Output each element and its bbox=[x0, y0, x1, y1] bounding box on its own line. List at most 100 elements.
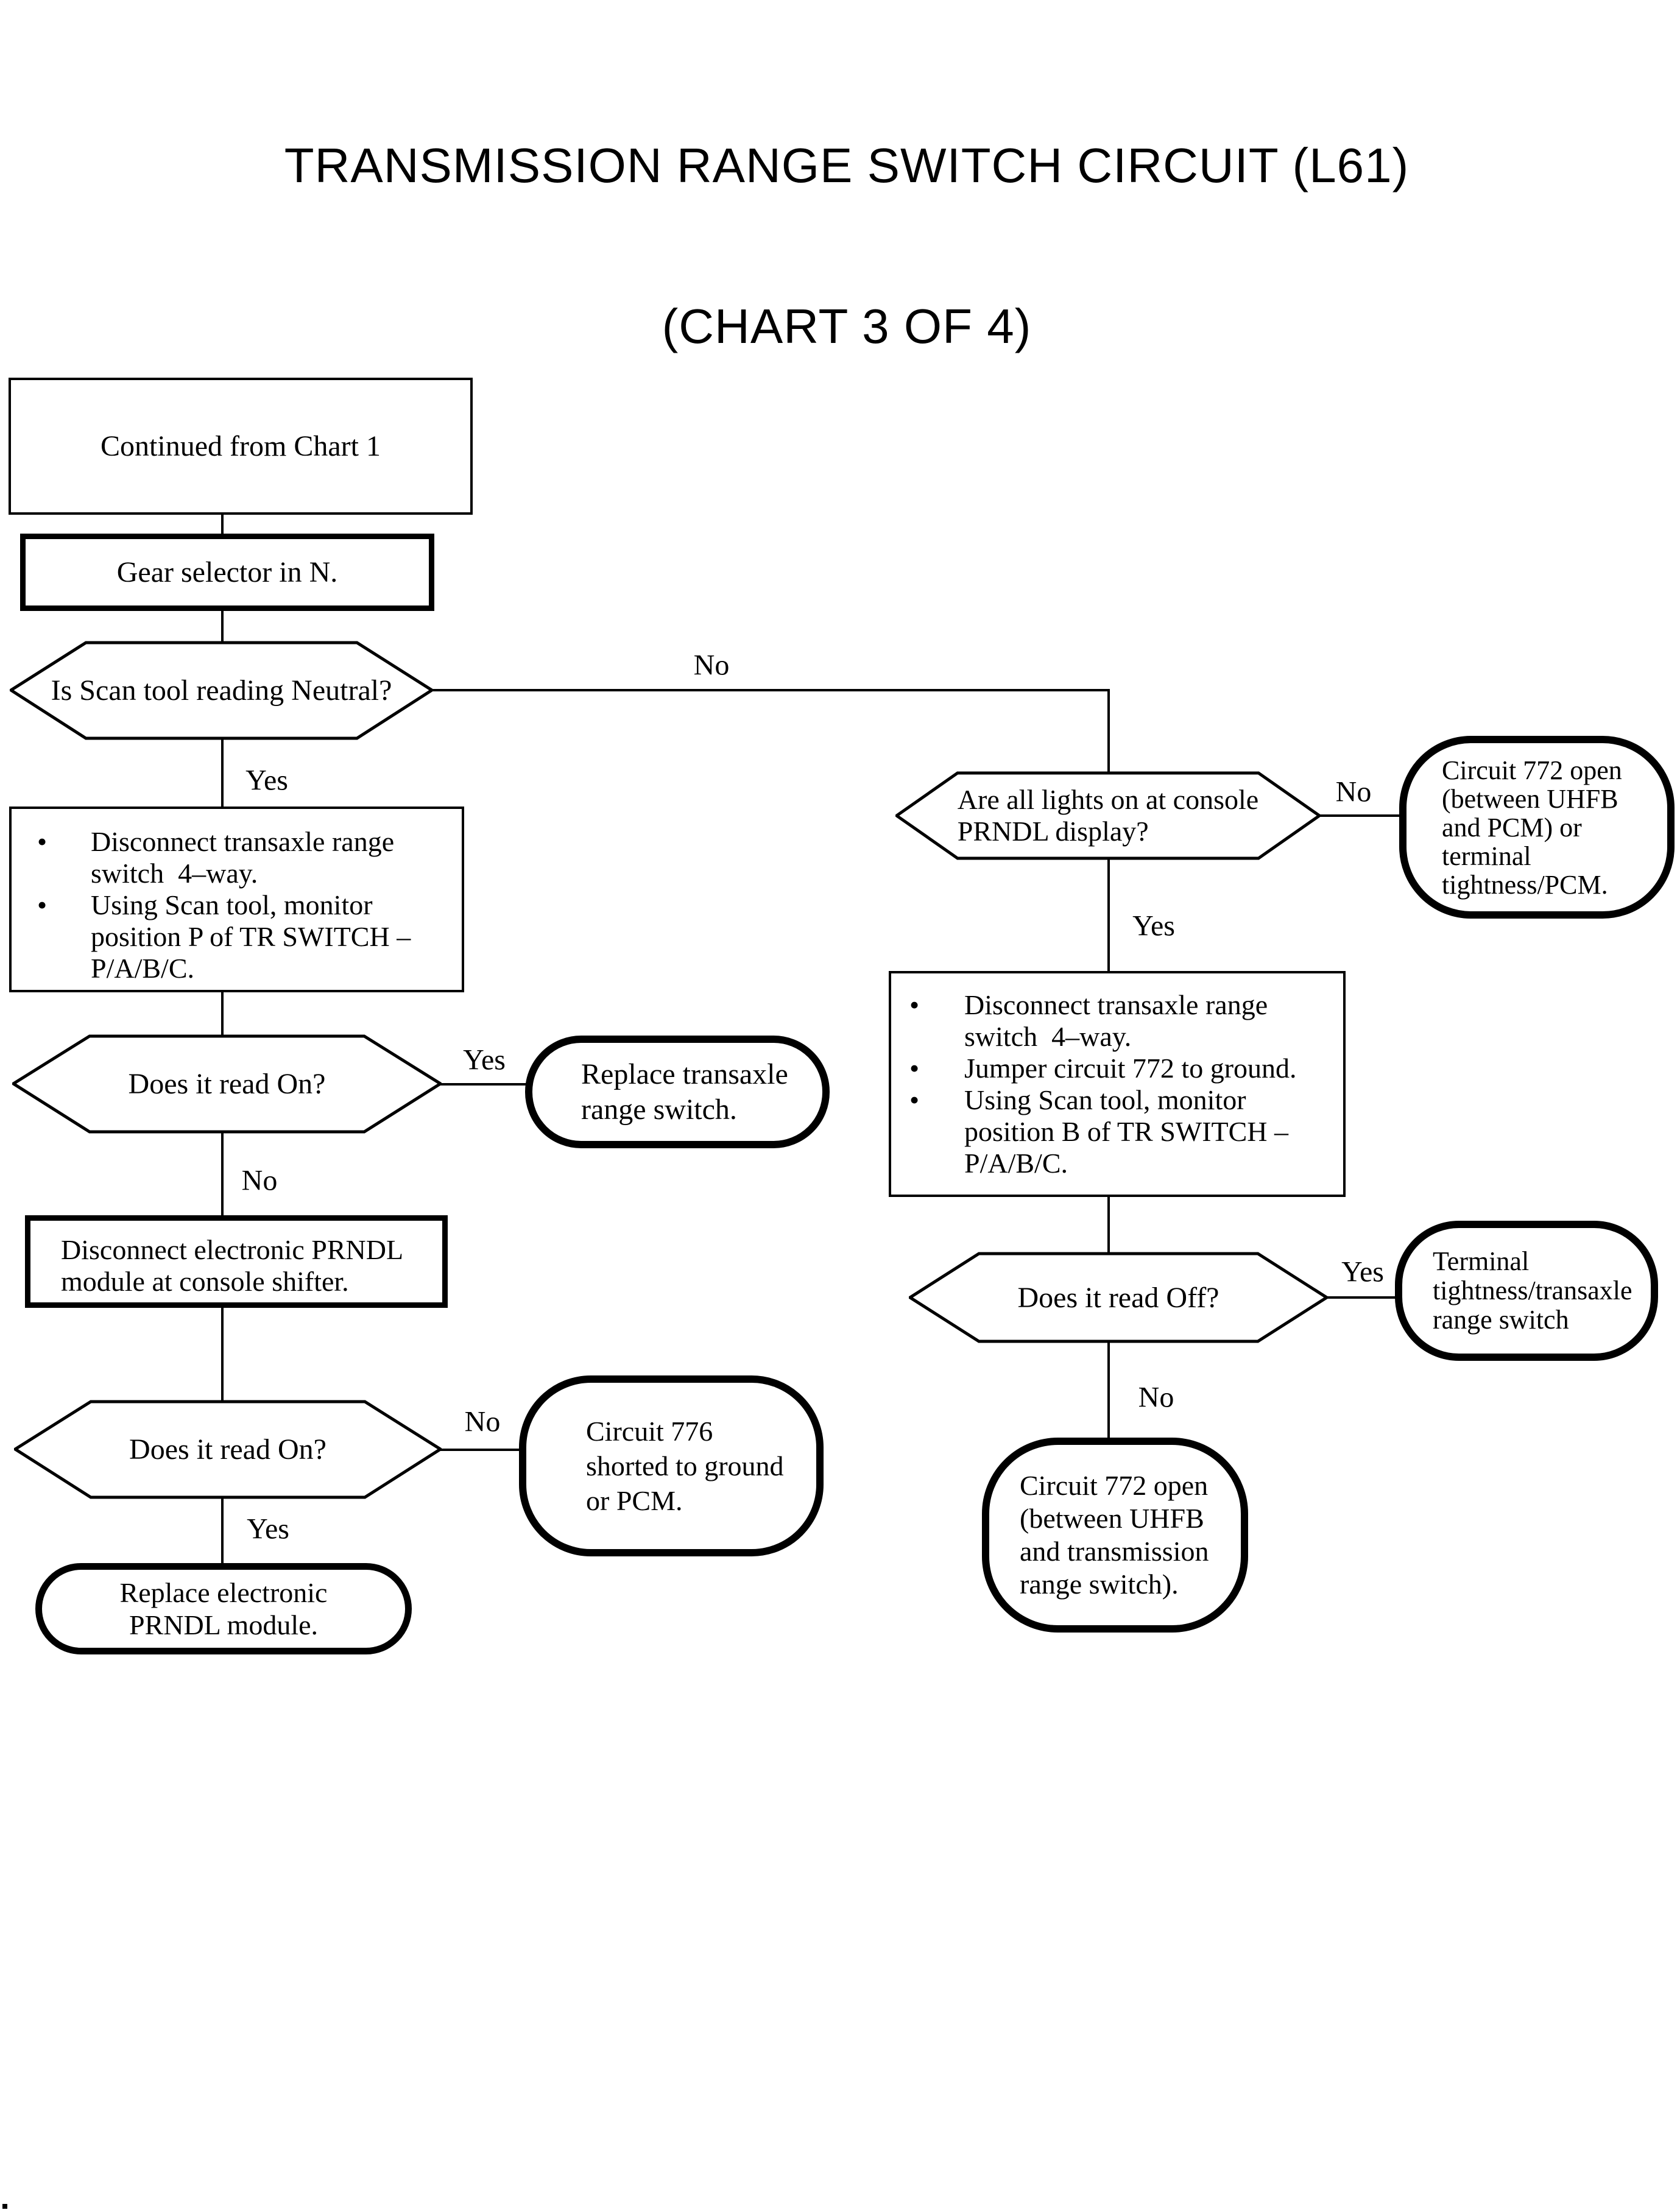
bullet-icon: • bbox=[37, 826, 48, 857]
node-circuit-776-shorted: Circuit 776 shorted to ground or PCM. bbox=[519, 1375, 824, 1556]
page-title-line1: TRANSMISSION RANGE SWITCH CIRCUIT (L61) bbox=[284, 138, 1410, 192]
bullet-item: • Disconnect transaxle range switch 4–wa… bbox=[12, 826, 462, 889]
node-replace-transaxle-switch-line2: range switch. bbox=[581, 1093, 737, 1126]
hexagon-shape bbox=[895, 771, 1321, 860]
node-circuit-772-open-trs: Circuit 772 open (between UHFB and trans… bbox=[982, 1438, 1248, 1633]
node-replace-prndl-module: Replace electronic PRNDL module. bbox=[35, 1563, 412, 1654]
bullet-item-text: Using Scan tool, monitor bbox=[91, 889, 373, 920]
node-circuit-772-trs-line3: and transmission bbox=[1020, 1536, 1209, 1567]
bullet-item-text: P/A/B/C. bbox=[91, 953, 195, 984]
node-continued-from-chart1-text: Continued from Chart 1 bbox=[101, 429, 381, 462]
connector-lights-no-right bbox=[1319, 814, 1402, 817]
node-disconnect-prndl-module-line2: module at console shifter. bbox=[61, 1266, 349, 1297]
label-no-neutral: No bbox=[693, 649, 730, 682]
node-circuit-776-line1: Circuit 776 bbox=[586, 1416, 713, 1447]
bullet-item-text: Disconnect transaxle range bbox=[91, 826, 395, 857]
label-yes-readon1: Yes bbox=[463, 1043, 506, 1076]
page-title: TRANSMISSION RANGE SWITCH CIRCUIT (L61) … bbox=[0, 32, 1680, 461]
connector-bullets-to-readon1 bbox=[221, 991, 224, 1036]
connector-gear-to-neutral bbox=[221, 610, 224, 642]
scan-artifact bbox=[2, 2204, 7, 2209]
connector-neutral-no-right bbox=[433, 689, 1110, 691]
connector-readon2-yes-down bbox=[221, 1498, 224, 1564]
node-circuit-772-trs-line4: range switch). bbox=[1020, 1569, 1179, 1600]
node-does-it-read-on-1-text: Does it read On? bbox=[128, 1068, 326, 1100]
label-no-readon1: No bbox=[241, 1164, 278, 1197]
node-circuit-772-open-pcm: Circuit 772 open (between UHFB and PCM) … bbox=[1399, 736, 1675, 919]
node-disconnect-prndl-module: Disconnect electronic PRNDL module at co… bbox=[25, 1215, 448, 1308]
node-does-it-read-on-2: Does it read On? bbox=[14, 1400, 442, 1499]
connector-prndl-to-readon2 bbox=[221, 1307, 224, 1401]
node-replace-transaxle-switch: Replace transaxle range switch. bbox=[525, 1036, 830, 1148]
bullet-item: • Jumper circuit 772 to ground. bbox=[891, 1053, 1343, 1084]
node-does-it-read-on-1: Does it read On? bbox=[12, 1034, 442, 1134]
bullet-item-text: switch 4–way. bbox=[91, 858, 258, 889]
hexagon-shape bbox=[909, 1252, 1328, 1343]
bullet-item: • Using Scan tool, monitor position B of… bbox=[891, 1084, 1343, 1179]
label-yes-readon2: Yes bbox=[247, 1513, 289, 1545]
node-does-it-read-on-2-text: Does it read On? bbox=[129, 1433, 326, 1466]
node-terminal-tightness-line3: range switch bbox=[1433, 1305, 1569, 1335]
bullet-item-text: Using Scan tool, monitor bbox=[964, 1084, 1246, 1115]
bullet-icon: • bbox=[909, 1053, 920, 1084]
bullet-item-text: position P of TR SWITCH – bbox=[91, 921, 411, 952]
connector-readon1-yes-right bbox=[440, 1083, 528, 1086]
label-yes-lights: Yes bbox=[1132, 909, 1175, 942]
label-no-lights: No bbox=[1335, 775, 1372, 808]
label-yes-readoff: Yes bbox=[1341, 1255, 1384, 1288]
node-circuit-772-trs-line2: (between UHFB bbox=[1020, 1503, 1204, 1534]
node-continued-from-chart1: Continued from Chart 1 bbox=[9, 378, 473, 515]
bullet-item-text: Jumper circuit 772 to ground. bbox=[964, 1053, 1297, 1084]
connector-lights-yes-down bbox=[1107, 859, 1110, 972]
bullet-icon: • bbox=[909, 989, 920, 1020]
node-disconnect-prndl-module-line1: Disconnect electronic PRNDL bbox=[61, 1234, 404, 1265]
node-gear-selector: Gear selector in N. bbox=[20, 534, 434, 611]
connector-neutral-no-down bbox=[1107, 689, 1110, 772]
node-does-it-read-off: Does it read Off? bbox=[909, 1252, 1328, 1343]
node-terminal-tightness-line1: Terminal bbox=[1433, 1246, 1530, 1276]
node-does-it-read-off-text: Does it read Off? bbox=[1017, 1281, 1219, 1314]
node-circuit-772-pcm-line5: tightness/PCM. bbox=[1442, 869, 1608, 900]
node-terminal-tightness-line2: tightness/transaxle bbox=[1433, 1276, 1632, 1305]
node-disconnect-monitor-b: • Disconnect transaxle range switch 4–wa… bbox=[889, 971, 1346, 1197]
node-circuit-772-pcm-line3: and PCM) or bbox=[1442, 812, 1582, 842]
bullet-item: • Using Scan tool, monitor position P of… bbox=[12, 889, 462, 984]
node-circuit-772-pcm-line4: terminal bbox=[1442, 841, 1531, 871]
connector-continued-to-gear bbox=[221, 515, 224, 536]
page-title-line2: (CHART 3 OF 4) bbox=[662, 299, 1032, 353]
node-gear-selector-text: Gear selector in N. bbox=[116, 556, 338, 588]
connector-bullets-to-readoff bbox=[1107, 1196, 1110, 1253]
bullet-item-text: switch 4–way. bbox=[964, 1021, 1132, 1052]
connector-readon1-no-down bbox=[221, 1132, 224, 1216]
bullet-item-text: P/A/B/C. bbox=[964, 1148, 1068, 1179]
hexagon-shape bbox=[12, 1034, 442, 1134]
node-lights-on-console-line1: Are all lights on at console bbox=[957, 784, 1259, 815]
connector-readoff-no-down bbox=[1107, 1342, 1110, 1439]
hexagon-shape bbox=[14, 1400, 442, 1499]
hexagon-shape bbox=[10, 641, 433, 740]
node-circuit-772-trs-line1: Circuit 772 open bbox=[1020, 1470, 1209, 1501]
bullet-item-text: position B of TR SWITCH – bbox=[964, 1116, 1289, 1147]
bullet-item-text: Disconnect transaxle range bbox=[964, 989, 1268, 1020]
node-terminal-tightness: Terminal tightness/transaxle range switc… bbox=[1395, 1221, 1658, 1361]
label-yes-neutral: Yes bbox=[245, 764, 288, 797]
bullet-icon: • bbox=[37, 889, 48, 920]
node-disconnect-monitor-p: • Disconnect transaxle range switch 4–wa… bbox=[9, 807, 464, 992]
node-scan-reading-neutral: Is Scan tool reading Neutral? bbox=[10, 641, 433, 740]
label-no-readon2: No bbox=[464, 1405, 501, 1438]
node-replace-prndl-line1: Replace electronic bbox=[119, 1577, 328, 1608]
connector-readon2-no-right bbox=[440, 1449, 523, 1451]
node-circuit-776-line2: shorted to ground bbox=[586, 1450, 784, 1481]
bullet-icon: • bbox=[909, 1084, 920, 1115]
bullet-item: • Disconnect transaxle range switch 4–wa… bbox=[891, 989, 1343, 1053]
node-lights-on-console-line2: PRNDL display? bbox=[957, 816, 1149, 847]
node-replace-prndl-line2: PRNDL module. bbox=[129, 1609, 319, 1640]
node-replace-transaxle-switch-line1: Replace transaxle bbox=[581, 1057, 788, 1090]
node-circuit-776-line3: or PCM. bbox=[586, 1485, 683, 1516]
node-circuit-772-pcm-line1: Circuit 772 open bbox=[1442, 755, 1622, 785]
node-circuit-772-pcm-line2: (between UHFB bbox=[1442, 783, 1618, 814]
node-lights-on-console: Are all lights on at console PRNDL displ… bbox=[895, 771, 1321, 860]
connector-readoff-yes-right bbox=[1327, 1296, 1399, 1299]
connector-neutral-yes-down bbox=[221, 739, 224, 808]
